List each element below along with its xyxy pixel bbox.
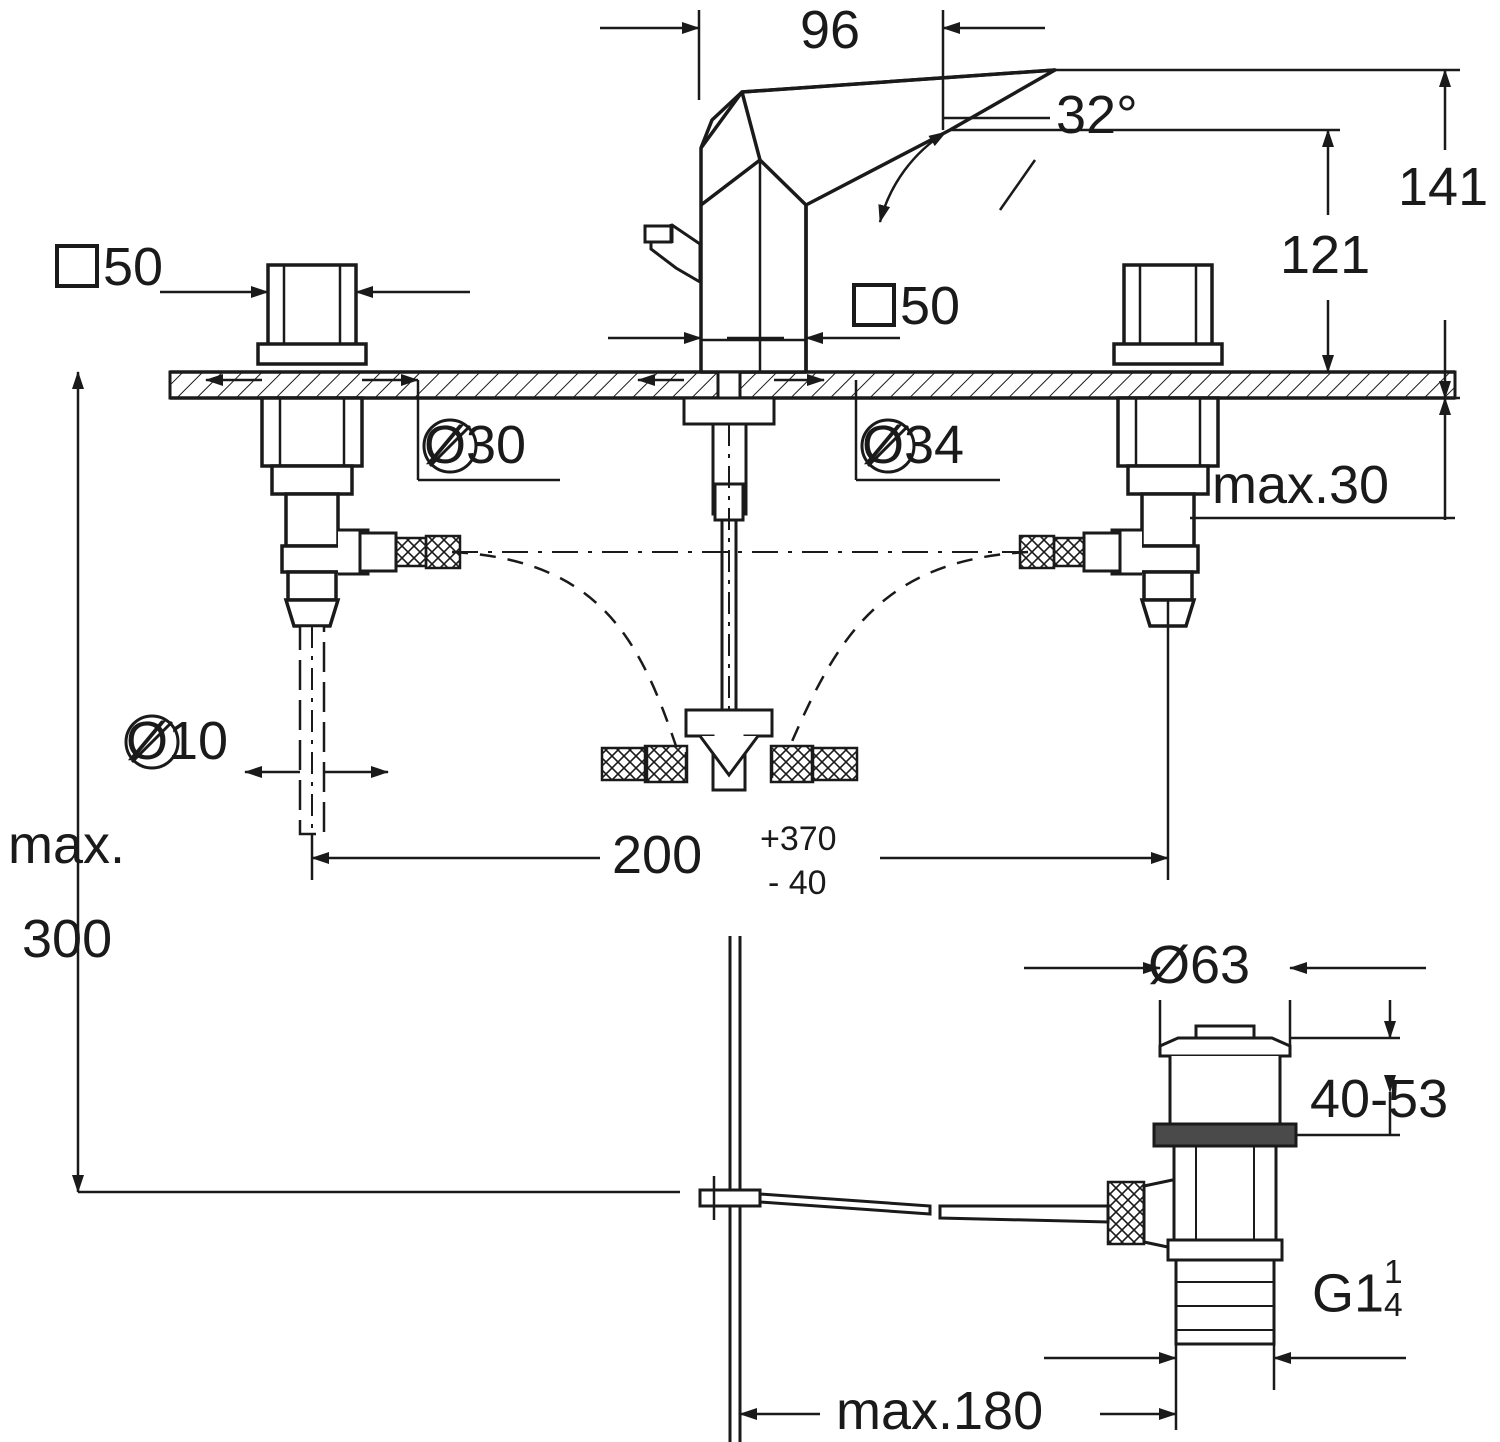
t-connector	[600, 708, 859, 792]
dim-hole-30	[205, 374, 560, 482]
label-rod-reach: max.180	[836, 1381, 1044, 1441]
dim-spout-height	[950, 128, 1340, 374]
right-handle	[1112, 263, 1224, 628]
label-spout-angle: 32°	[1056, 85, 1138, 145]
left-hose-connector	[338, 528, 462, 576]
label-spread-tol-minus: - 40	[768, 864, 827, 902]
label-spread: 200	[612, 825, 703, 885]
right-hose-connector	[1018, 528, 1142, 576]
dim-deck-thickness	[1190, 396, 1455, 520]
spout-lever	[643, 223, 702, 284]
label-waste-range: 40-53	[1310, 1069, 1449, 1129]
label-deck-thickness: max.30	[1212, 455, 1390, 515]
label-tail-10: Ø10	[126, 711, 229, 771]
dim-square-left	[55, 244, 470, 300]
waste-body	[1152, 1024, 1298, 1346]
label-spout-height: 121	[1280, 225, 1371, 285]
spout-shank	[682, 370, 776, 712]
label-total-height: 141	[1398, 157, 1489, 217]
flexible-hoses	[451, 550, 1029, 747]
label-hole-34: Ø34	[862, 415, 965, 475]
dim-waste-range	[1290, 1000, 1400, 1137]
dim-max-300	[72, 371, 680, 1194]
dim-tail-10	[124, 714, 389, 778]
label-spout-reach: 96	[800, 0, 861, 60]
dim-waste-thread	[1044, 1344, 1406, 1390]
waste-thread-text: G1	[1312, 1263, 1385, 1324]
left-handle	[256, 263, 368, 836]
dim-waste-63	[1024, 962, 1426, 1046]
label-square-center: 50	[900, 276, 961, 336]
dim-spout-angle	[878, 116, 1050, 223]
dim-rod-reach	[738, 1360, 1178, 1430]
popup-rod-assembly	[698, 936, 1184, 1442]
label-hole-30: Ø30	[424, 415, 527, 475]
dim-square-center	[608, 283, 900, 372]
deck-surface	[168, 370, 1457, 400]
label-max-prefix: max.	[8, 815, 126, 875]
dim-spread	[310, 600, 1170, 880]
label-waste-63: Ø63	[1148, 935, 1251, 995]
dim-spout-reach	[600, 10, 1045, 130]
label-max-300: 300	[22, 909, 113, 969]
dim-hole-34	[637, 374, 1000, 482]
label-square-left: 50	[103, 237, 164, 297]
label-spread-tol-plus: +370	[760, 820, 837, 858]
